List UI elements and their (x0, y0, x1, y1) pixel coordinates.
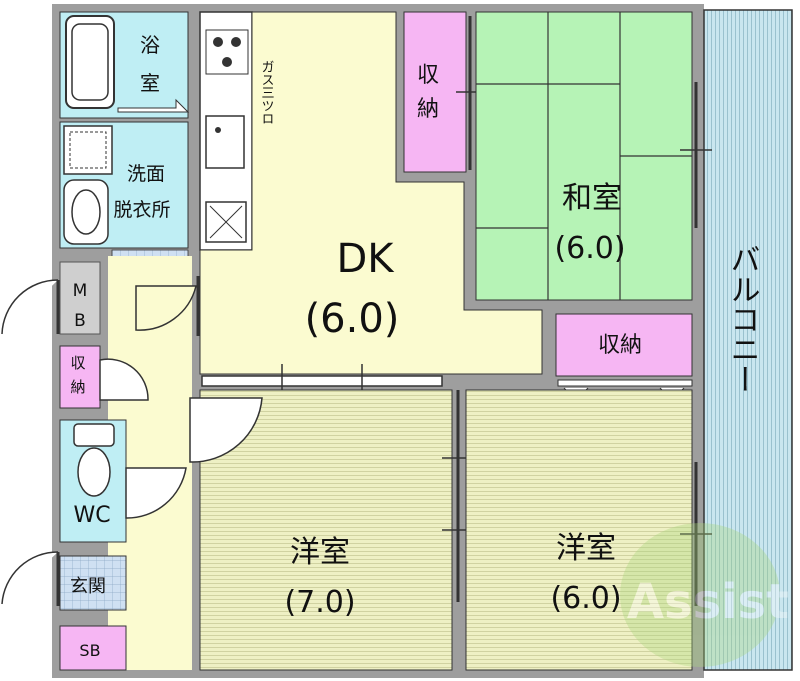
storage-mid (555, 313, 693, 377)
storage-small-label-2: 納 (70, 378, 85, 396)
entrance-door (1, 551, 59, 605)
storage-top (403, 11, 467, 173)
storage-small-label-1: 収 (70, 354, 85, 372)
storage-top-label-1: 収 (417, 63, 439, 88)
western-room-right (465, 389, 693, 671)
shoe-box (59, 625, 127, 671)
balcony-label: バルコニー (725, 244, 760, 394)
entrance-label: 玄関 (70, 576, 106, 597)
mb-door (1, 279, 59, 335)
storage-mid-label: 収納 (598, 333, 642, 358)
gas-stove-icon (205, 29, 249, 75)
washroom-label-1: 洗面 (127, 163, 165, 185)
dk-label: DK (336, 236, 395, 282)
western-left-size: (7.0) (284, 585, 355, 620)
japanese-label: 和室 (562, 181, 622, 216)
washing-machine-icon (63, 125, 113, 175)
entrance (59, 555, 127, 611)
western-left-label: 洋室 (290, 535, 350, 570)
watermark-logo: Assist (620, 523, 789, 667)
svg-text:Assist: Assist (627, 574, 789, 630)
bathtub-icon (65, 15, 115, 109)
washroom-label-2: 脱衣所 (113, 199, 170, 221)
gas-label: ガス三ツロ (259, 60, 275, 125)
balcony-area (703, 9, 793, 671)
dk-size: (6.0) (305, 296, 400, 342)
western-left-door (189, 397, 263, 463)
meter-box (59, 261, 101, 335)
small-storage-door (99, 358, 149, 401)
kitchen-sink-icon (205, 115, 245, 169)
dk-door (135, 285, 197, 331)
bath-label-2: 室 (140, 71, 160, 95)
tatami-lines (476, 12, 692, 300)
western-right-size: (6.0) (550, 581, 621, 616)
storage-top-label-2: 納 (417, 97, 439, 122)
dining-kitchen (199, 11, 543, 375)
bath-label-1: 浴 (140, 33, 160, 57)
toilet-icon (73, 423, 115, 447)
wc-door (125, 467, 187, 519)
mb-label-1: M (73, 281, 88, 301)
mb-label-2: B (74, 311, 86, 331)
dk-sliding-door (201, 375, 443, 387)
sb-label: SB (79, 641, 100, 660)
wc-label: WC (73, 503, 110, 528)
japanese-size: (6.0) (554, 231, 625, 266)
wash-basin-icon (63, 179, 109, 245)
western-right-label: 洋室 (556, 531, 616, 566)
small-storage (59, 345, 101, 409)
